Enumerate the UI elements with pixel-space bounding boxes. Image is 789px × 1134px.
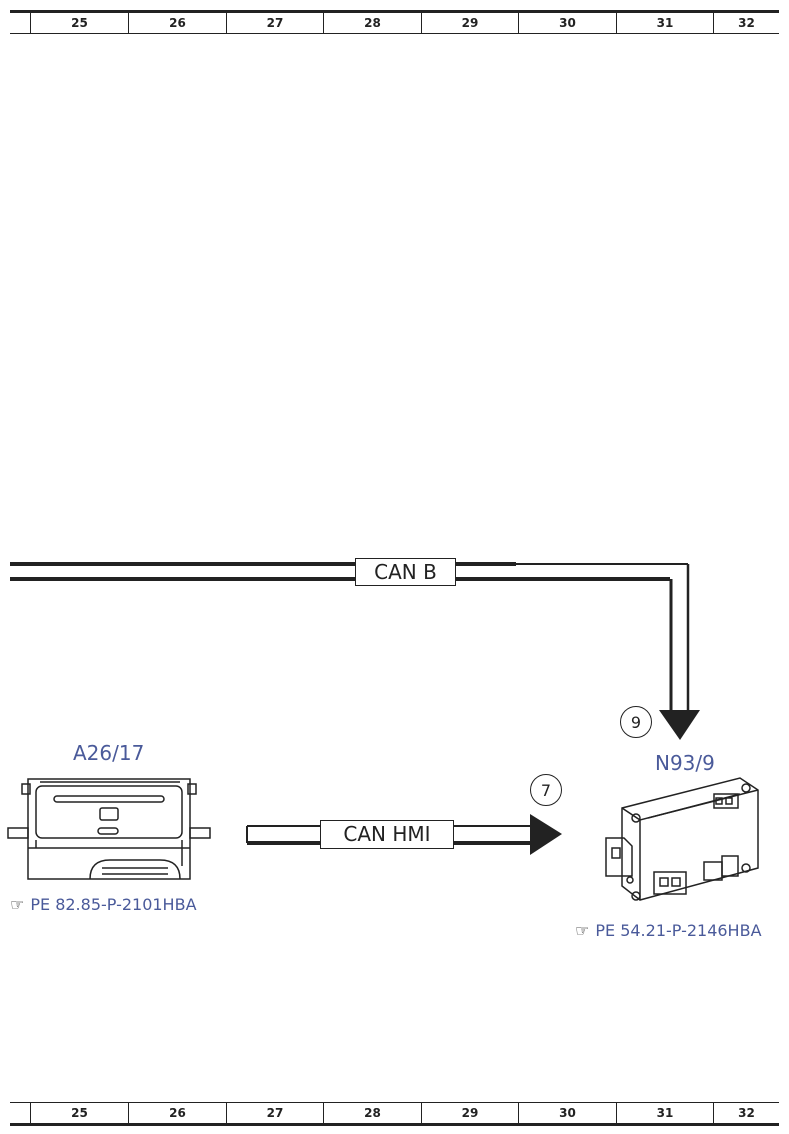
reference-link-n93-9[interactable]: ☞ PE 54.21-P-2146HBA [575, 921, 762, 940]
ruler-cell: 29 [421, 1103, 518, 1123]
can-hmi-marker: 7 [530, 774, 562, 806]
ruler-cell: 30 [518, 13, 616, 33]
pointing-hand-icon: ☞ [575, 921, 590, 940]
component-id-n93-9: N93/9 [655, 751, 715, 775]
can-hmi-arrow-head [530, 814, 562, 855]
head-unit-illustration [7, 778, 211, 880]
ruler-cell: 30 [518, 1103, 616, 1123]
can-b-marker: 9 [620, 706, 652, 738]
ruler-cell: 32 [713, 13, 779, 33]
ruler-cell: 31 [616, 13, 713, 33]
can-b-label: CAN B [355, 558, 456, 586]
ruler-cell: 27 [226, 13, 323, 33]
ruler-cell: 32 [713, 1103, 779, 1123]
can-b-bus-lines [10, 562, 690, 712]
ruler-cell: 26 [128, 1103, 226, 1123]
can-b-arrow-head [659, 710, 700, 740]
column-ruler-bottom: 25 26 27 28 29 30 31 32 [10, 1102, 779, 1126]
component-id-a26-17: A26/17 [73, 741, 145, 765]
ruler-cell: 25 [30, 13, 128, 33]
ruler-cell: 26 [128, 13, 226, 33]
pointing-hand-icon: ☞ [10, 895, 25, 914]
ruler-cell: 31 [616, 1103, 713, 1123]
reference-text: PE 54.21-P-2146HBA [595, 921, 762, 940]
can-hmi-label: CAN HMI [320, 820, 454, 849]
ruler-cell: 29 [421, 13, 518, 33]
control-module-illustration [605, 777, 759, 901]
ruler-cell: 25 [30, 1103, 128, 1123]
ruler-cell: 27 [226, 1103, 323, 1123]
column-ruler-top: 25 26 27 28 29 30 31 32 [10, 10, 779, 34]
ruler-cell: 28 [323, 1103, 421, 1123]
reference-link-a26-17[interactable]: ☞ PE 82.85-P-2101HBA [10, 895, 197, 914]
ruler-cell: 28 [323, 13, 421, 33]
reference-text: PE 82.85-P-2101HBA [30, 895, 197, 914]
